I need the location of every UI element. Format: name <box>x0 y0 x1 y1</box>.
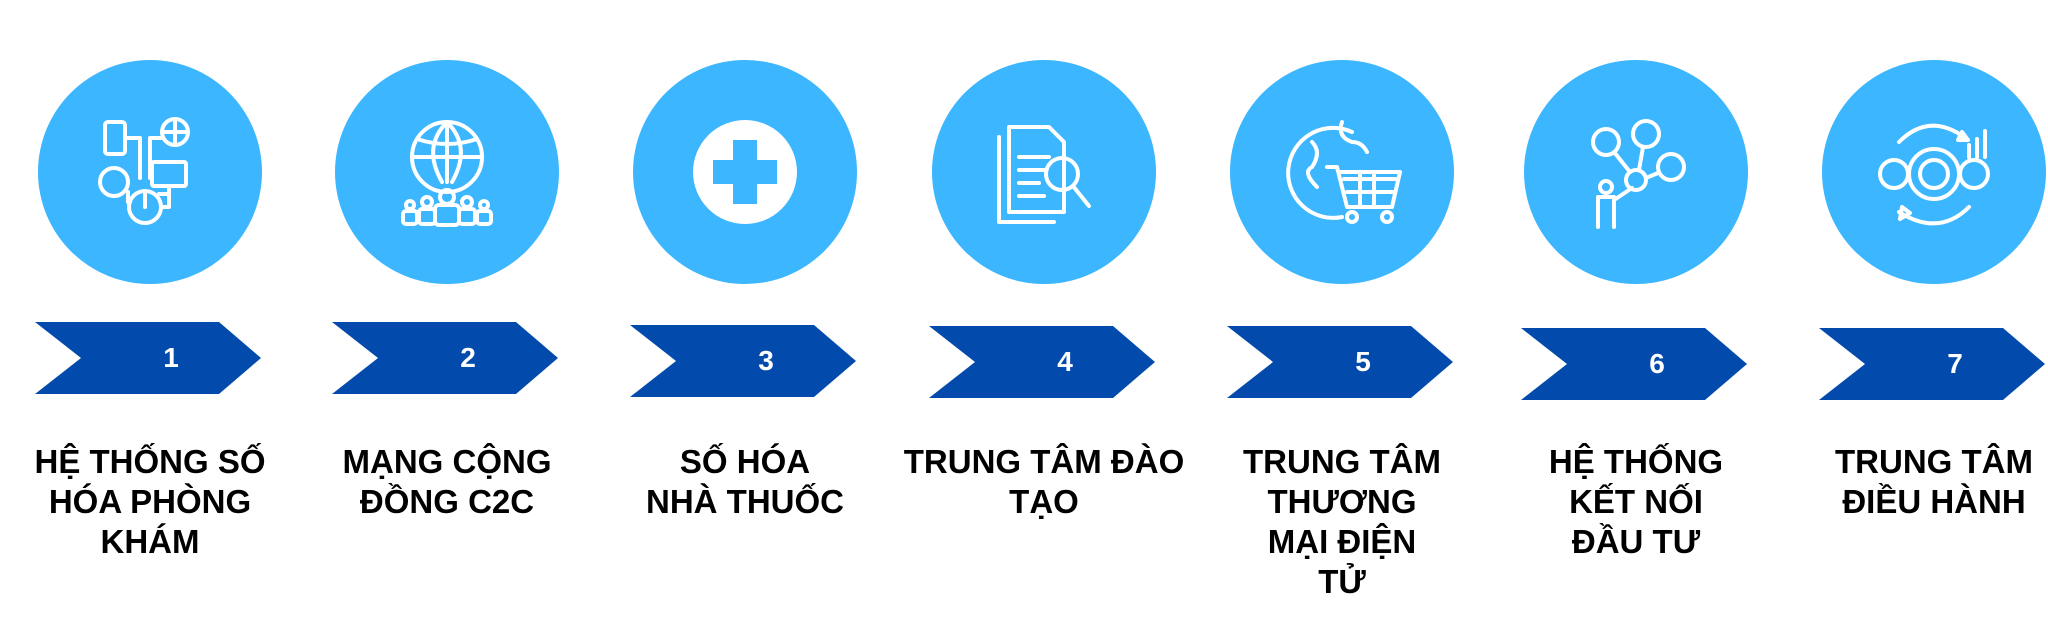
chevron-arrow-icon <box>1227 326 1453 398</box>
step-number: 5 <box>1355 346 1371 377</box>
step-label-line: MẠI ĐIỆN <box>1267 523 1417 560</box>
chevron-arrow-icon <box>929 326 1155 398</box>
step-circle <box>1524 60 1748 284</box>
step-number: 4 <box>1057 346 1073 377</box>
step-circle <box>1230 60 1454 284</box>
devices-network-icon <box>98 117 190 225</box>
step-circle <box>335 60 559 284</box>
step-circle <box>38 60 262 284</box>
step-number-chevron: 3 <box>630 325 856 397</box>
medical-cross-icon <box>693 120 797 224</box>
step-label-line: HỆ THỐNG <box>1548 443 1724 480</box>
step-number-chevron: 7 <box>1819 328 2045 400</box>
step-label-line: MẠNG CỘNG <box>342 443 552 480</box>
step-number-chevron: 2 <box>332 322 558 394</box>
chevron-arrow-icon <box>630 325 856 397</box>
step-label-line: KHÁM <box>100 523 200 560</box>
step-circle <box>633 60 857 284</box>
step-number: 2 <box>460 342 476 373</box>
chevron-arrow-icon <box>35 322 261 394</box>
step-label-line: KẾT NỐI <box>1569 483 1703 520</box>
step-label-line: ĐẦU TƯ <box>1571 523 1701 560</box>
step-label-line: THƯƠNG <box>1267 483 1417 520</box>
globe-cart-icon <box>1286 120 1402 224</box>
step-label-line: HÓA PHÒNG <box>48 483 252 520</box>
step-label-line: TẠO <box>1009 483 1079 520</box>
investor-network-icon <box>1591 119 1686 229</box>
gears-management-icon <box>1878 123 1990 226</box>
chevron-arrow-icon <box>332 322 558 394</box>
step-label-line: SỐ HÓA <box>679 443 811 480</box>
step-label-line: TRUNG TÂM <box>1835 443 2033 480</box>
step-number-chevron: 1 <box>35 322 261 394</box>
step-label-line: TỬ <box>1318 563 1366 600</box>
step-label-line: TRUNG TÂM ĐÀO <box>903 443 1185 480</box>
step-number-chevron: 6 <box>1521 328 1747 400</box>
step-number: 1 <box>163 342 179 373</box>
step-circle <box>1822 60 2046 284</box>
step-number: 6 <box>1649 348 1665 379</box>
step-number: 3 <box>758 345 774 376</box>
step-label-line: HỆ THỐNG SỐ <box>34 443 266 480</box>
document-search-icon <box>997 125 1091 224</box>
step-circle <box>932 60 1156 284</box>
chevron-arrow-icon <box>1521 328 1747 400</box>
globe-community-icon <box>401 120 493 227</box>
step-number: 7 <box>1947 348 1963 379</box>
step-label-line: TRUNG TÂM <box>1243 443 1441 480</box>
step-number-chevron: 4 <box>929 326 1155 398</box>
step-number-chevron: 5 <box>1227 326 1453 398</box>
step-label-line: ĐIỀU HÀNH <box>1842 483 2026 520</box>
step-label-line: NHÀ THUỐC <box>646 483 844 520</box>
chevron-arrow-icon <box>1819 328 2045 400</box>
step-label-line: ĐỒNG C2C <box>359 483 535 520</box>
